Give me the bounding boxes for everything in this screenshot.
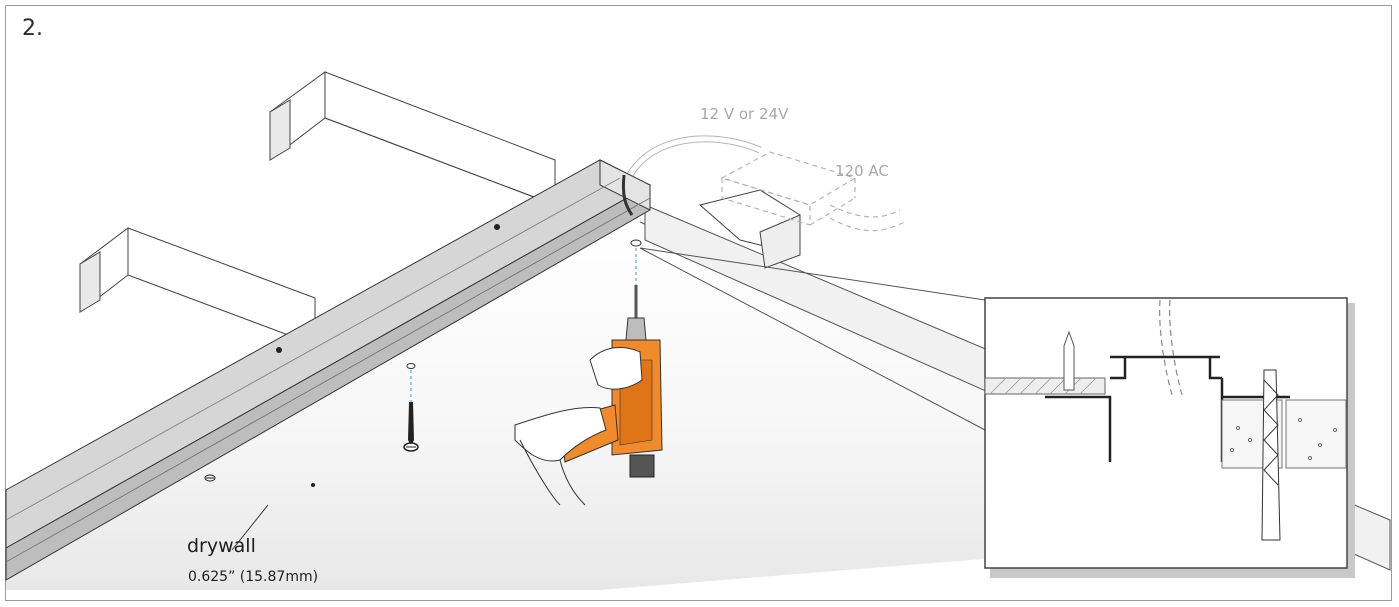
- step-number: 2.: [22, 16, 43, 41]
- joist-upper: [269, 71, 556, 206]
- cable-entry: [621, 174, 634, 216]
- diagram-frame: 2.: [5, 5, 1392, 601]
- drywall-section-left: [984, 377, 1106, 395]
- drill-hole: [630, 239, 642, 247]
- channel-screw-1: [494, 224, 500, 230]
- joist-lower: [79, 227, 316, 346]
- drywall-pointer: [231, 504, 269, 551]
- drywall-screw-hole: [204, 474, 216, 482]
- drywall-label: drywall: [187, 535, 256, 557]
- line-voltage-label: 120 AC: [835, 162, 889, 180]
- detail-leader-2: [639, 247, 986, 301]
- detail-leader-1: [639, 247, 986, 431]
- junction-box: [720, 151, 906, 232]
- drill-bit-section: [1261, 369, 1281, 541]
- detail-inset: [984, 297, 1355, 578]
- drywall-thickness-label: 0.625” (15.87mm): [188, 569, 319, 585]
- channel-screw-2: [276, 347, 282, 353]
- low-voltage-label: 12 V or 24V: [700, 105, 789, 123]
- channel-profile-section: [1045, 355, 1290, 462]
- hands-icon: [514, 347, 643, 506]
- screw-section: [1063, 330, 1075, 391]
- aluminum-channel: [5, 159, 652, 581]
- anchor-hole: [406, 363, 416, 369]
- joist-right: [698, 189, 801, 269]
- screw-icon: [403, 402, 419, 452]
